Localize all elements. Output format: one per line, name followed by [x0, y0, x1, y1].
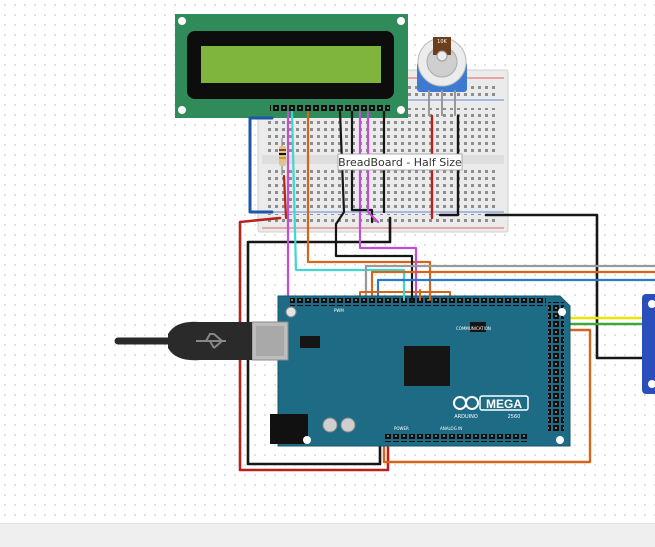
analog-in-label: ANALOG IN — [440, 426, 462, 431]
usb-cable — [114, 321, 252, 361]
status-bar — [0, 523, 655, 547]
wires-top — [403, 283, 431, 301]
wire-black-sensor — [484, 213, 647, 360]
wire-red-bb — [282, 174, 288, 220]
communication-label: COMMUNICATION — [456, 326, 491, 331]
wire-gray — [364, 264, 655, 302]
wire-blue-right — [376, 278, 655, 302]
lcd-16x2-display[interactable] — [175, 14, 408, 118]
sensor-module[interactable] — [642, 294, 655, 394]
board-model-label: MEGA — [486, 397, 522, 411]
potentiometer-value-label: 10K — [437, 39, 447, 45]
board-brand-label: ARDUINO — [454, 414, 478, 420]
arduino-mega-board[interactable]: MEGA ARDUINO 2560 PWM COMMUNICATION POWE… — [251, 295, 571, 447]
wire-black-lcd — [334, 110, 414, 302]
wire-red — [238, 216, 390, 472]
usb-symbol-icon — [196, 333, 226, 349]
reset-button[interactable] — [285, 306, 297, 318]
atmega-chip — [404, 346, 450, 386]
dc-power-jack — [270, 414, 308, 444]
breadboard-tooltip: BreadBoard - Half Size — [337, 153, 463, 171]
wire-orange-right — [370, 270, 655, 302]
board-version-label: 2560 — [508, 414, 521, 420]
wire-black-pot — [438, 114, 460, 217]
potentiometer[interactable]: 10K — [417, 37, 467, 116]
pwm-label: PWM — [334, 308, 344, 313]
power-label: POWER — [394, 426, 409, 431]
breadboard-tooltip-text: BreadBoard - Half Size — [338, 156, 462, 169]
wire-blue — [248, 116, 274, 214]
wire-orange-bottom — [382, 328, 592, 464]
arduino-logo-right — [465, 396, 479, 410]
resistor[interactable] — [279, 138, 286, 175]
wire-magenta-lcd-3 — [366, 110, 380, 224]
wire-magenta-lcd-2 — [358, 110, 418, 302]
